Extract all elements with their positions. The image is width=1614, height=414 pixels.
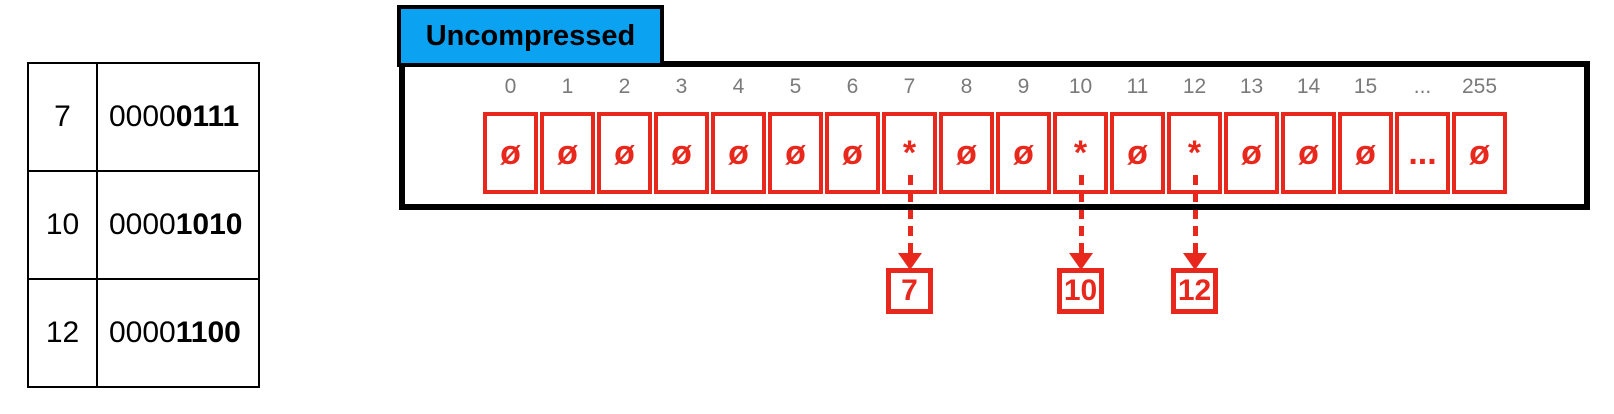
arrowhead-down-icon	[1069, 253, 1093, 270]
binary-lower-nibble: 1100	[175, 316, 241, 349]
binary-cell: 00000111	[96, 62, 260, 172]
arrowhead-down-icon	[1183, 253, 1207, 270]
bitmap-cell-empty: ø	[711, 112, 766, 194]
bitmap-cell-empty: ø	[483, 112, 538, 194]
uncompressed-banner: Uncompressed	[397, 5, 664, 67]
index-label: 6	[846, 75, 859, 98]
binary-lower-nibble: 0111	[175, 100, 240, 133]
bitmap-cell-set: *	[1053, 112, 1108, 194]
binary-prefix: 0000	[109, 100, 176, 133]
bitmap-cell-empty: ø	[654, 112, 709, 194]
bitmap-cell-empty: ø	[1110, 112, 1165, 194]
pointer-arrow-7	[898, 175, 922, 270]
index-label: 7	[903, 75, 916, 98]
bitmap-cell-set: *	[1167, 112, 1222, 194]
bitmap-cell-empty: ø	[1281, 112, 1336, 194]
index-label: 0	[504, 75, 517, 98]
pointer-value-box-12: 12	[1171, 268, 1218, 314]
value-cell: 7	[27, 62, 98, 172]
table-row: 12 00001100	[27, 278, 260, 388]
bitmap-cell-empty: ø	[825, 112, 880, 194]
index-label-ellipsis: ...	[1413, 75, 1432, 98]
bitmap-cell-empty: ø	[540, 112, 595, 194]
binary-prefix: 0000	[109, 208, 176, 241]
index-label: 13	[1239, 75, 1264, 98]
banner-label: Uncompressed	[425, 19, 636, 52]
index-label: 15	[1353, 75, 1378, 98]
bitmap-cell-set: *	[882, 112, 937, 194]
bitmap-cell-empty: ø	[1338, 112, 1393, 194]
index-label: 14	[1296, 75, 1321, 98]
binary-prefix: 0000	[109, 316, 176, 349]
dashed-line	[1078, 175, 1084, 253]
index-label: 11	[1126, 75, 1149, 98]
arrowhead-down-icon	[898, 253, 922, 270]
bitmap-cell-empty: ø	[996, 112, 1051, 194]
value-binary-table: 7 00000111 10 00001010 12 00001100	[27, 62, 260, 388]
index-label: 3	[675, 75, 688, 98]
table-row: 10 00001010	[27, 170, 260, 280]
bitmap-cell-empty: ø	[1452, 112, 1507, 194]
bitmap-cell-empty: ø	[1224, 112, 1279, 194]
value-cell: 12	[27, 278, 98, 388]
index-label: 9	[1017, 75, 1030, 98]
pointer-value-box-10: 10	[1057, 268, 1104, 314]
bitmap-cells-row: ø ø ø ø ø ø ø * ø ø * ø * ø ø ø ... ø	[483, 112, 1507, 194]
index-label: 1	[561, 75, 574, 98]
index-label: 2	[618, 75, 631, 98]
bitmap-cell-empty: ø	[597, 112, 652, 194]
pointer-value-box-7: 7	[886, 268, 933, 314]
index-label: 8	[960, 75, 973, 98]
value-cell: 10	[27, 170, 98, 280]
pointer-arrow-10	[1069, 175, 1093, 270]
index-labels-row: 0 1 2 3 4 5 6 7 8 9 10 11 12 13 14 15 ..…	[483, 75, 1507, 99]
bitmap-container: 0 1 2 3 4 5 6 7 8 9 10 11 12 13 14 15 ..…	[399, 61, 1590, 210]
index-label: 10	[1068, 75, 1093, 98]
binary-cell: 00001010	[96, 170, 260, 280]
index-label: 4	[732, 75, 745, 98]
dashed-line	[907, 175, 913, 253]
bitmap-cell-empty: ø	[768, 112, 823, 194]
table-row: 7 00000111	[27, 62, 260, 172]
bitmap-cell-ellipsis: ...	[1395, 112, 1450, 194]
pointer-arrow-12	[1183, 175, 1207, 270]
binary-cell: 00001100	[96, 278, 260, 388]
index-label: 12	[1182, 75, 1207, 98]
dashed-line	[1192, 175, 1198, 253]
index-label: 255	[1461, 75, 1498, 98]
binary-lower-nibble: 1010	[175, 208, 243, 241]
bitmap-cell-empty: ø	[939, 112, 994, 194]
index-label: 5	[789, 75, 802, 98]
